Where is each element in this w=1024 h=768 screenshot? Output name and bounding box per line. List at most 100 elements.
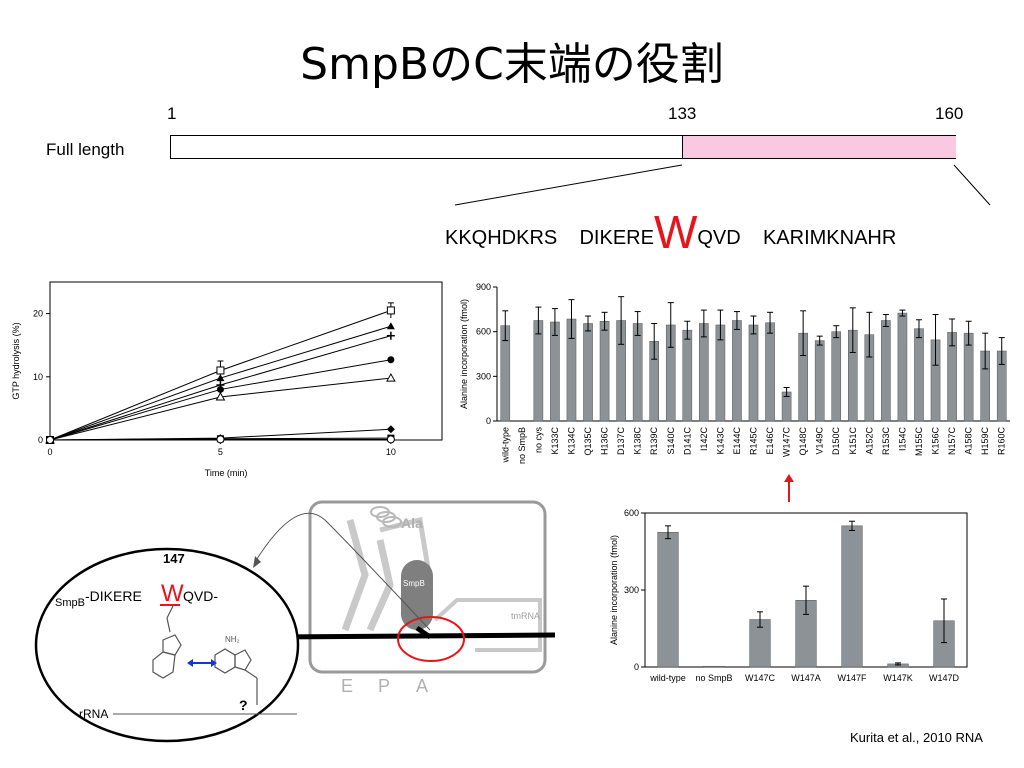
- smpb-blob: [401, 560, 433, 630]
- plot-frame: [49, 281, 443, 441]
- data-point: [387, 356, 395, 364]
- seq-segment-2-post: QVD: [697, 227, 741, 249]
- x-tick-label: 5: [218, 447, 223, 457]
- y-tick-label: 600: [476, 327, 491, 337]
- slide-title: SmpBのC末端の役割: [300, 39, 724, 90]
- full-length-label: Full length: [46, 140, 125, 159]
- y-tick-label: 0: [486, 416, 491, 426]
- data-point: [215, 392, 226, 401]
- y-tick-label: 900: [476, 282, 491, 292]
- question-mark: ?: [239, 697, 248, 713]
- category-label: W147C: [745, 673, 776, 683]
- bar: [550, 321, 560, 422]
- site-p-label: P: [378, 676, 390, 696]
- y-tick-label: 10: [33, 372, 43, 382]
- y-tick-label: 300: [476, 371, 491, 381]
- ala-label: Ala: [401, 515, 423, 531]
- data-point: [386, 425, 395, 434]
- y-tick-label: 20: [33, 309, 43, 319]
- data-point: [216, 435, 225, 444]
- category-label: no SmpB: [695, 673, 732, 683]
- bar: [699, 323, 709, 422]
- category-label: V149C: [815, 427, 825, 455]
- bar: [881, 320, 891, 422]
- y-tick-label: 0: [634, 662, 639, 672]
- residue-number: 147: [163, 551, 185, 566]
- y-tick-label: 600: [624, 508, 639, 518]
- y-axis-label: GTP hydrolysis (%): [11, 322, 21, 399]
- bar: [765, 322, 775, 422]
- c-terminal-sequence: KKQHDKRS DIKEREWQVD KARIMKNAHR: [445, 205, 896, 259]
- bar: [533, 320, 544, 422]
- category-label: Q148C: [798, 427, 808, 456]
- w147-highlight: W: [653, 206, 698, 258]
- position-1-label: 1: [167, 104, 177, 123]
- x-tick-label: 0: [47, 447, 52, 457]
- x-tick-label: 10: [386, 447, 396, 457]
- category-label: D137C: [616, 427, 626, 456]
- category-label: A158C: [964, 427, 974, 455]
- zoom-circle: [34, 547, 300, 743]
- category-label: no cys: [533, 427, 543, 454]
- category-label: Q135C: [583, 427, 593, 456]
- smpb-label: SmpB: [55, 597, 85, 609]
- category-label: D141C: [682, 427, 692, 456]
- bar: [963, 332, 974, 422]
- site-e-label: E: [341, 676, 353, 696]
- category-label: H159C: [980, 427, 990, 456]
- bar: [897, 312, 908, 422]
- citation: Kurita et al., 2010 RNA: [850, 730, 983, 745]
- position-133-label: 133: [668, 104, 697, 123]
- y-axis-label: Alanine incorporation (fmol): [609, 535, 619, 645]
- category-label: E146C: [765, 427, 775, 455]
- category-label: K143C: [715, 427, 725, 455]
- category-label: wild-type: [500, 427, 510, 464]
- seq-segment-1: KKQHDKRS: [445, 227, 558, 249]
- category-label: I142C: [699, 427, 709, 452]
- data-point: [216, 385, 224, 393]
- category-label: K134C: [566, 427, 576, 455]
- site-a-label: A: [416, 676, 428, 696]
- data-point: [386, 373, 396, 382]
- seq-segment-2-pre: DIKERE: [579, 227, 654, 249]
- category-label: W147C: [782, 427, 792, 458]
- nh2-label: NH₂: [225, 635, 240, 644]
- c-terminal-region: [682, 136, 956, 158]
- y-tick-label: 300: [624, 585, 639, 595]
- category-label: N157C: [947, 427, 957, 456]
- y-axis-label: Alanine incorporation (fmol): [459, 299, 469, 409]
- category-label: W147D: [929, 673, 960, 683]
- data-point: [386, 322, 395, 330]
- bar: [748, 324, 759, 422]
- tmrna-label: tmRNA: [511, 611, 540, 621]
- bar: [657, 532, 679, 668]
- y-tick-label: 0: [38, 435, 43, 445]
- bar: [732, 320, 742, 422]
- seq-pre: -DIKERE: [85, 588, 142, 604]
- category-label: S140C: [666, 427, 676, 455]
- seq-segment-3: KARIMKNAHR: [762, 227, 897, 249]
- seq-post: QVD-: [183, 588, 218, 604]
- bar: [814, 340, 825, 422]
- bar: [831, 331, 842, 422]
- category-label: K156C: [931, 427, 941, 455]
- data-point: [386, 435, 395, 444]
- category-label: W147A: [791, 673, 821, 683]
- category-label: D150C: [831, 427, 841, 456]
- mrna-line: [274, 632, 556, 640]
- bar: [583, 323, 593, 422]
- category-label: R153C: [881, 427, 891, 456]
- bar: [914, 328, 924, 422]
- data-point: [46, 436, 54, 444]
- a-site-highlight: [397, 616, 465, 662]
- tryptophan-structure: [152, 605, 182, 679]
- category-label: E144C: [732, 427, 742, 455]
- x-axis-label: Time (min): [205, 468, 248, 478]
- bar: [599, 320, 610, 422]
- category-label: I154C: [897, 427, 907, 452]
- category-label: R160C: [997, 427, 1007, 456]
- category-label: R139C: [649, 427, 659, 456]
